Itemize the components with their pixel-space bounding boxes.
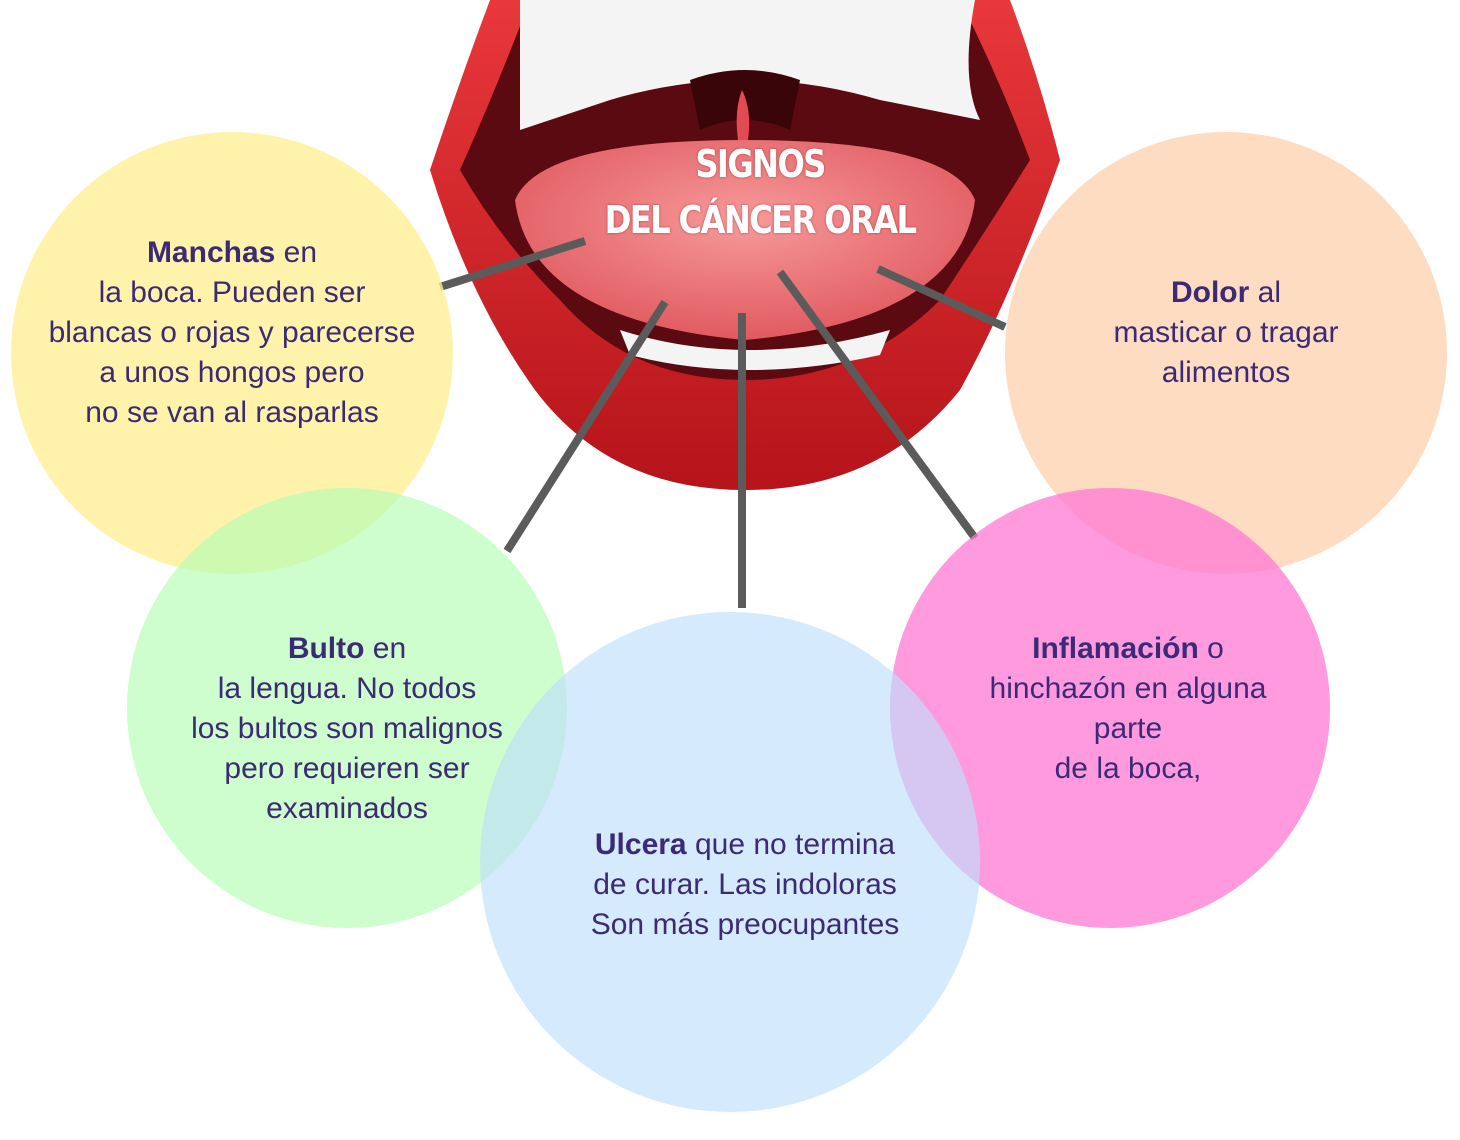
connector-lines bbox=[438, 237, 1007, 608]
title-line-2: DEL CÁNCER ORAL bbox=[604, 198, 917, 242]
circle-ulcera bbox=[480, 612, 980, 1112]
title-line-1: SIGNOS bbox=[695, 142, 826, 186]
sign-ulcera: Ulcera que no termina de curar. Las indo… bbox=[590, 828, 900, 941]
